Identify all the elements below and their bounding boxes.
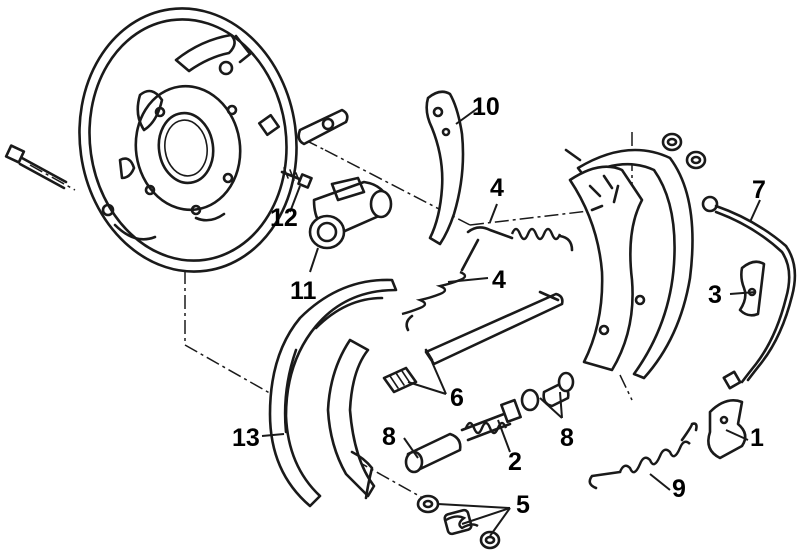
label-12: 12 bbox=[270, 204, 298, 232]
leader-lines bbox=[261, 107, 761, 537]
part-6-ratchet bbox=[382, 366, 418, 394]
part-2-adjuster-screw bbox=[460, 398, 522, 442]
label-2: 2 bbox=[508, 448, 522, 476]
part-9-return-spring bbox=[588, 422, 698, 490]
part-10-handbrake-lever bbox=[425, 90, 465, 246]
label-8-left: 8 bbox=[382, 423, 396, 451]
label-4-upper: 4 bbox=[490, 174, 504, 202]
label-6: 6 bbox=[450, 384, 464, 412]
wheel-bolt bbox=[4, 144, 68, 190]
label-11: 11 bbox=[290, 277, 317, 305]
label-9: 9 bbox=[672, 475, 686, 503]
part-12-bleed-screw bbox=[280, 167, 313, 189]
label-1: 1 bbox=[750, 424, 764, 452]
label-8-right: 8 bbox=[560, 424, 574, 452]
adjuster-bracket bbox=[297, 108, 349, 146]
part-11-wheel-cylinder bbox=[308, 176, 393, 250]
part-7-brake-hose bbox=[701, 195, 797, 390]
part-6-adjuster-strut bbox=[424, 290, 564, 366]
part-13-brake-shoe bbox=[268, 278, 398, 508]
part-4-upper-spring bbox=[466, 226, 574, 252]
cable-washers bbox=[661, 132, 707, 170]
label-10: 10 bbox=[472, 93, 500, 121]
label-4-lower: 4 bbox=[492, 266, 506, 294]
label-13: 13 bbox=[232, 424, 260, 452]
label-5: 5 bbox=[516, 491, 530, 519]
backing-plate bbox=[78, 7, 298, 273]
part-4-lower-spring bbox=[401, 238, 480, 332]
rear-brake-shoe bbox=[564, 148, 694, 380]
part-labels: 10 4 12 4 11 6 8 8 2 13 5 7 3 1 9 bbox=[232, 93, 766, 519]
part-8-sleeve-right bbox=[520, 371, 575, 412]
part-5-hold-down-parts bbox=[416, 494, 501, 550]
label-7: 7 bbox=[752, 176, 766, 204]
label-3: 3 bbox=[708, 281, 722, 309]
part-1-adjuster-lever bbox=[707, 399, 747, 460]
part-3-clip bbox=[738, 260, 766, 317]
